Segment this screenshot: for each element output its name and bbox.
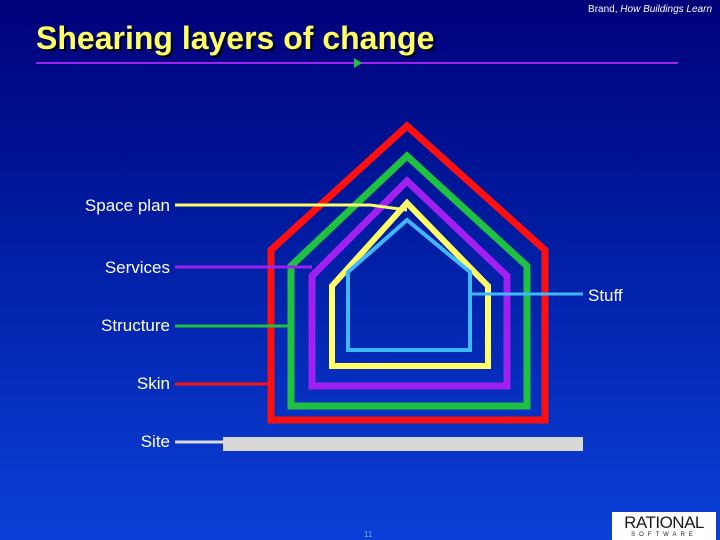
- logo-wordmark: RATIONAL: [624, 513, 704, 532]
- citation: Brand, How Buildings Learn: [588, 4, 712, 15]
- services-outline: [308, 176, 511, 390]
- logo-subtitle: SOFTWARE: [631, 532, 697, 538]
- citation-book: How Buildings Learn: [620, 4, 712, 15]
- space-plan-leader: [175, 203, 408, 212]
- space-plan-outline: [329, 198, 491, 369]
- structure-outline: [287, 151, 531, 410]
- citation-author: Brand,: [588, 4, 621, 15]
- stuff-outline: [346, 217, 472, 352]
- label-services: Services: [104, 258, 170, 277]
- slide-number: 11: [364, 530, 373, 539]
- label-structure: Structure: [101, 316, 170, 335]
- slide-title: Shearing layers of change: [36, 20, 435, 56]
- site-bar: [223, 437, 583, 451]
- label-space-plan: Space plan: [84, 196, 170, 215]
- label-stuff: Stuff: [588, 286, 623, 305]
- rational-logo: RATIONAL SOFTWARE: [612, 512, 716, 540]
- title-rule-arrow: [354, 58, 362, 68]
- label-skin: Skin: [136, 374, 170, 393]
- label-site: Site: [140, 432, 170, 451]
- skin-outline: [267, 121, 549, 424]
